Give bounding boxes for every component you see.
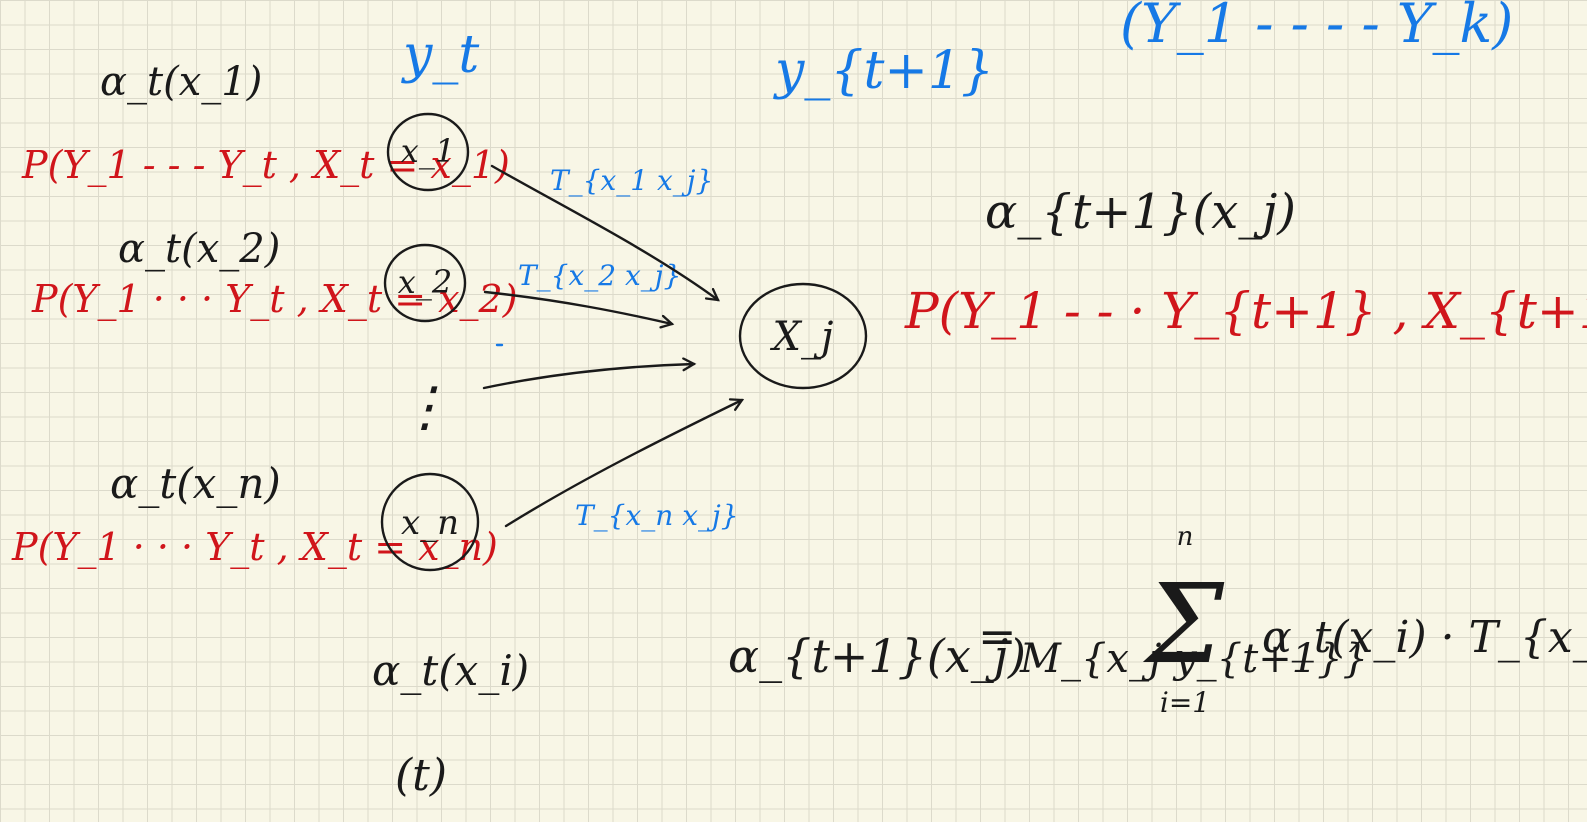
alpha-x2-label: α_t(x_2) <box>118 226 280 272</box>
state-node-xn <box>380 472 480 572</box>
forward-recursion-formula: α_{t+1}(x_j) = M_{x_j y_{t+1}} n Σ i=1 α… <box>728 522 1587 719</box>
state-node-x1-label: x_1 <box>401 132 455 170</box>
transition-arrow-xn <box>504 400 742 528</box>
column-label-yt: y_t <box>401 25 479 85</box>
transition-xn-label: T_{x_n x_j} <box>575 499 739 532</box>
sum-upper-limit: n <box>1177 522 1194 552</box>
prob-x1-label: P(Y_1 - - - Y_t , X_t = x_1) <box>21 143 510 188</box>
transition-arrow-x1 <box>490 164 718 300</box>
alpha-xn-label: α_t(x_n) <box>110 459 281 508</box>
formula-term: α_t(x_i) · T_{x_i x_j} <box>1262 612 1587 663</box>
summation-sign: Σ <box>1142 560 1225 688</box>
transition-x1-label: T_{x_1 x_j} <box>550 164 713 197</box>
target-node-xj-label: X_j <box>770 314 834 360</box>
state-node-x2 <box>383 243 467 323</box>
state-node-x2-label: x_2 <box>398 263 452 301</box>
prob-target-label: P(Y_1 - - · Y_{t+1} , X_{t+1} = x_j) <box>904 282 1587 340</box>
state-node-xn-label: x_n <box>401 503 459 543</box>
sum-lower-limit: i=1 <box>1160 686 1210 719</box>
transition-arrow-other <box>482 364 694 390</box>
target-node-xj <box>738 282 868 390</box>
transition-x2-label: T_{x_2 x_j} <box>518 259 681 292</box>
observation-sequence-label: (Y_1 - - - - Y_k) <box>1120 0 1513 55</box>
formula-lhs: α_{t+1}(x_j) <box>728 629 1026 683</box>
transition-arrow-x2 <box>483 290 672 324</box>
formula-equals: = <box>978 609 1017 663</box>
prob-x2-label: P(Y_1 · · · Y_t , X_t = x_2) <box>31 277 518 322</box>
column-label-yt1: y_{t+1} <box>773 41 994 101</box>
formula-emission: M_{x_j y_{t+1}} <box>1019 636 1368 682</box>
alpha-target-label: α_{t+1}(x_j) <box>985 184 1296 240</box>
state-node-x1 <box>386 112 470 192</box>
alpha-xi-label: α_t(x_i) <box>372 646 529 695</box>
alpha-x1-label: α_t(x_1) <box>100 59 262 105</box>
time-label: (t) <box>395 750 447 801</box>
vertical-ellipsis: ⋮ <box>398 375 452 438</box>
prob-xn-label: P(Y_1 · · · Y_t , X_t = x_n) <box>11 525 498 570</box>
